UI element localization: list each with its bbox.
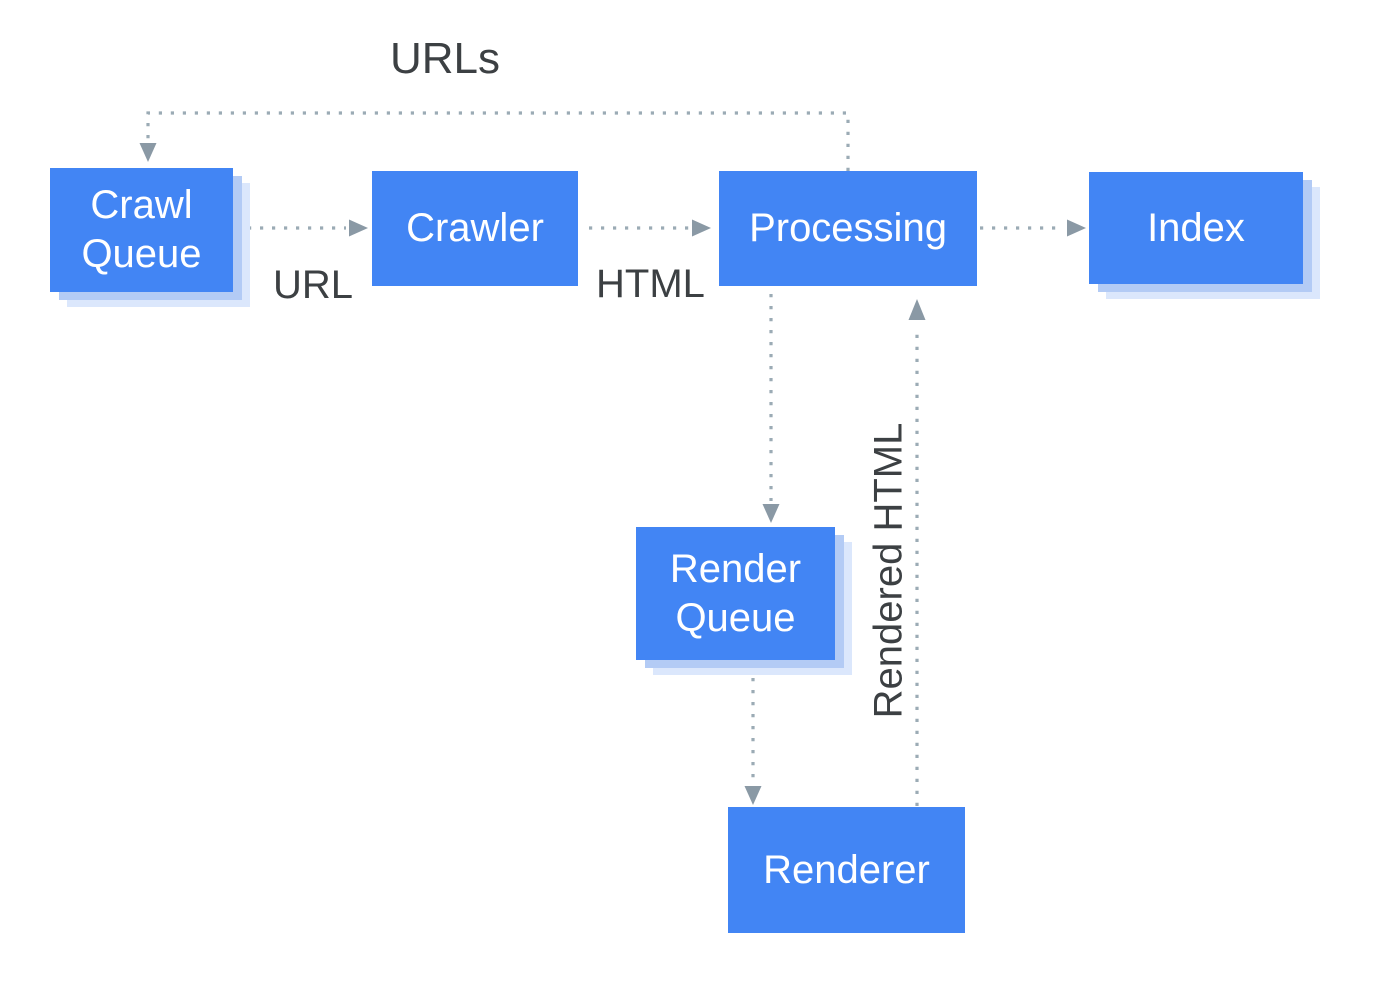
node-crawl-queue: Crawl Queue: [50, 168, 233, 292]
edge-label-html: HTML: [596, 262, 705, 306]
node-renderer-label: Renderer: [763, 847, 930, 892]
arrowhead-down-renderer-icon: [744, 786, 762, 805]
node-index: Index: [1089, 172, 1303, 284]
arrowhead-right-processing-icon: [692, 219, 711, 237]
arrowhead-up-processing-icon: [908, 299, 926, 320]
node-crawl-queue-label: Crawl Queue: [81, 183, 202, 276]
arrowhead-right-crawler-icon: [349, 219, 368, 237]
arrowhead-down-crawl-queue-icon: [139, 143, 157, 162]
node-render-queue-label: Render Queue: [669, 546, 802, 640]
arrowhead-down-render-queue-icon: [762, 504, 780, 523]
node-index-label: Index: [1147, 205, 1245, 250]
node-renderer: Renderer: [728, 807, 965, 933]
node-crawler-label: Crawler: [406, 206, 544, 251]
arrowhead-right-index-icon: [1067, 219, 1086, 237]
edge-label-url: URL: [273, 263, 354, 307]
node-render-queue: Render Queue: [636, 527, 835, 660]
node-processing: Processing: [719, 171, 977, 286]
node-crawler: Crawler: [372, 171, 578, 286]
node-processing-label: Processing: [749, 206, 947, 251]
edge-label-urls: URLs: [390, 34, 501, 83]
edge-label-rendered-html: Rendered HTML: [866, 422, 911, 719]
edge-processing-to-crawl-queue-line: [146, 111, 850, 171]
